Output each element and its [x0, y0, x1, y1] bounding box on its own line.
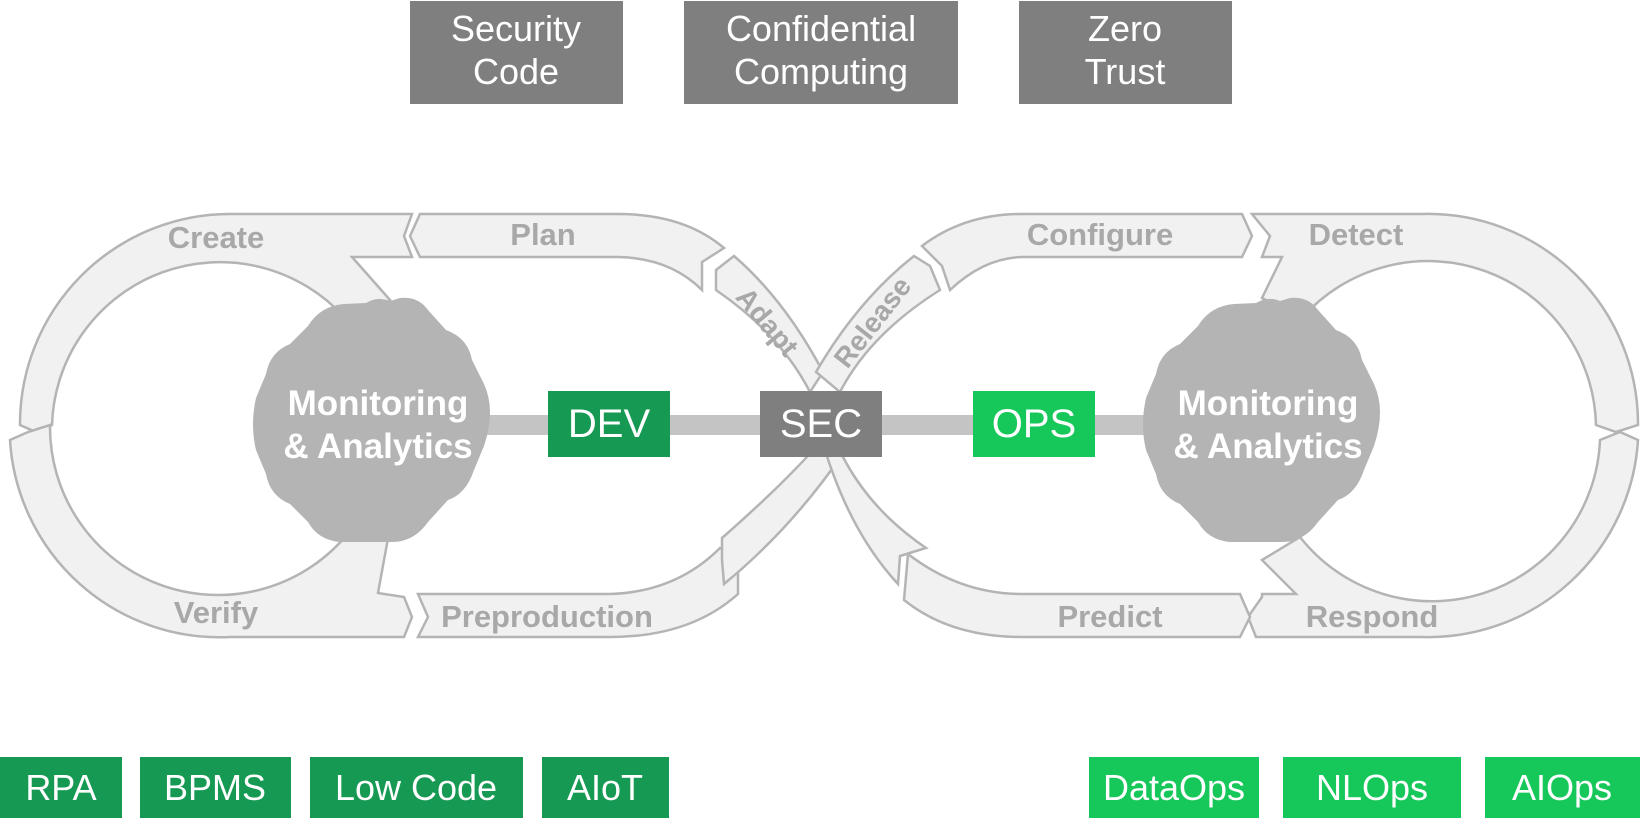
- segment-label-configure: Configure: [1027, 217, 1173, 252]
- top-box-line1: Confidential: [726, 8, 916, 49]
- top-box-security-code: Security Code: [410, 1, 623, 104]
- segment-configure: [920, 212, 1254, 293]
- segment-release: [814, 254, 942, 394]
- top-box-zero-trust: Zero Trust: [1019, 1, 1232, 104]
- tag-bg: [1283, 757, 1461, 818]
- tag-bg: [310, 757, 523, 818]
- segment-label-release: Release: [828, 271, 918, 374]
- tag-label: RPA: [25, 767, 96, 808]
- gear-left: Monitoring & Analytics: [253, 297, 490, 542]
- core-dev-label: DEV: [568, 402, 651, 446]
- segment-label-create: Create: [168, 220, 265, 255]
- tag-bg: [542, 757, 669, 818]
- top-box-line2: Trust: [1085, 51, 1166, 92]
- tag-dataops: DataOps: [1089, 757, 1259, 818]
- tag-label: DataOps: [1103, 767, 1245, 808]
- segment-label-detect: Detect: [1309, 217, 1404, 252]
- gear-icon: [1143, 297, 1380, 542]
- top-box-confidential-computing: Confidential Computing: [684, 1, 958, 104]
- top-box-bg: [410, 1, 623, 104]
- tag-nlops: NLOps: [1283, 757, 1461, 818]
- core-sec: SEC: [760, 391, 882, 457]
- core-sec-label: SEC: [780, 402, 862, 446]
- tag-bg: [1485, 757, 1640, 818]
- top-box-line2: Computing: [734, 51, 908, 92]
- tag-aiops: AIOps: [1485, 757, 1640, 818]
- segment-detect: [1249, 212, 1640, 434]
- segment-preproduction: [415, 546, 740, 639]
- core-ops-label: OPS: [992, 402, 1076, 446]
- gear-right-line2: & Analytics: [1173, 427, 1362, 466]
- tag-label: Low Code: [335, 767, 497, 808]
- segment-right-lower-cross: [819, 436, 929, 587]
- segment-plan: [408, 212, 727, 294]
- tag-bg: [140, 757, 291, 818]
- top-box-bg: [684, 1, 958, 104]
- segment-label-respond: Respond: [1306, 599, 1439, 634]
- tag-low-code: Low Code: [310, 757, 523, 818]
- tag-label: AIOps: [1512, 767, 1612, 808]
- gear-icon: [253, 297, 490, 542]
- core-dev: DEV: [548, 391, 670, 457]
- segment-verify: [8, 423, 414, 639]
- top-box-line1: Zero: [1088, 8, 1162, 49]
- top-box-line1: Security: [451, 8, 581, 49]
- tag-bg: [0, 757, 122, 818]
- segment-label-predict: Predict: [1057, 599, 1162, 634]
- segment-left-lower-cross: [720, 438, 844, 587]
- segment-label-plan: Plan: [510, 217, 575, 252]
- gear-right: Monitoring & Analytics: [1143, 297, 1380, 542]
- core-sec-bg: [760, 391, 882, 457]
- tag-aiot: AIoT: [542, 757, 669, 818]
- top-box-line2: Code: [473, 51, 559, 92]
- core-ops-bg: [973, 391, 1095, 457]
- tag-bpms: BPMS: [140, 757, 291, 818]
- tag-bg: [1089, 757, 1259, 818]
- gear-left-line1: Monitoring: [288, 384, 469, 423]
- tag-label: NLOps: [1316, 767, 1428, 808]
- gear-left-line2: & Analytics: [283, 427, 472, 466]
- tag-rpa: RPA: [0, 757, 122, 818]
- tag-label: BPMS: [164, 767, 266, 808]
- segment-label-verify: Verify: [174, 595, 259, 630]
- segment-label-preproduction: Preproduction: [441, 599, 653, 634]
- core-dev-bg: [548, 391, 670, 457]
- segment-predict: [902, 551, 1252, 639]
- tag-label: AIoT: [567, 767, 643, 808]
- top-box-bg: [1019, 1, 1232, 104]
- core-ops: OPS: [973, 391, 1095, 457]
- gear-right-line1: Monitoring: [1178, 384, 1359, 423]
